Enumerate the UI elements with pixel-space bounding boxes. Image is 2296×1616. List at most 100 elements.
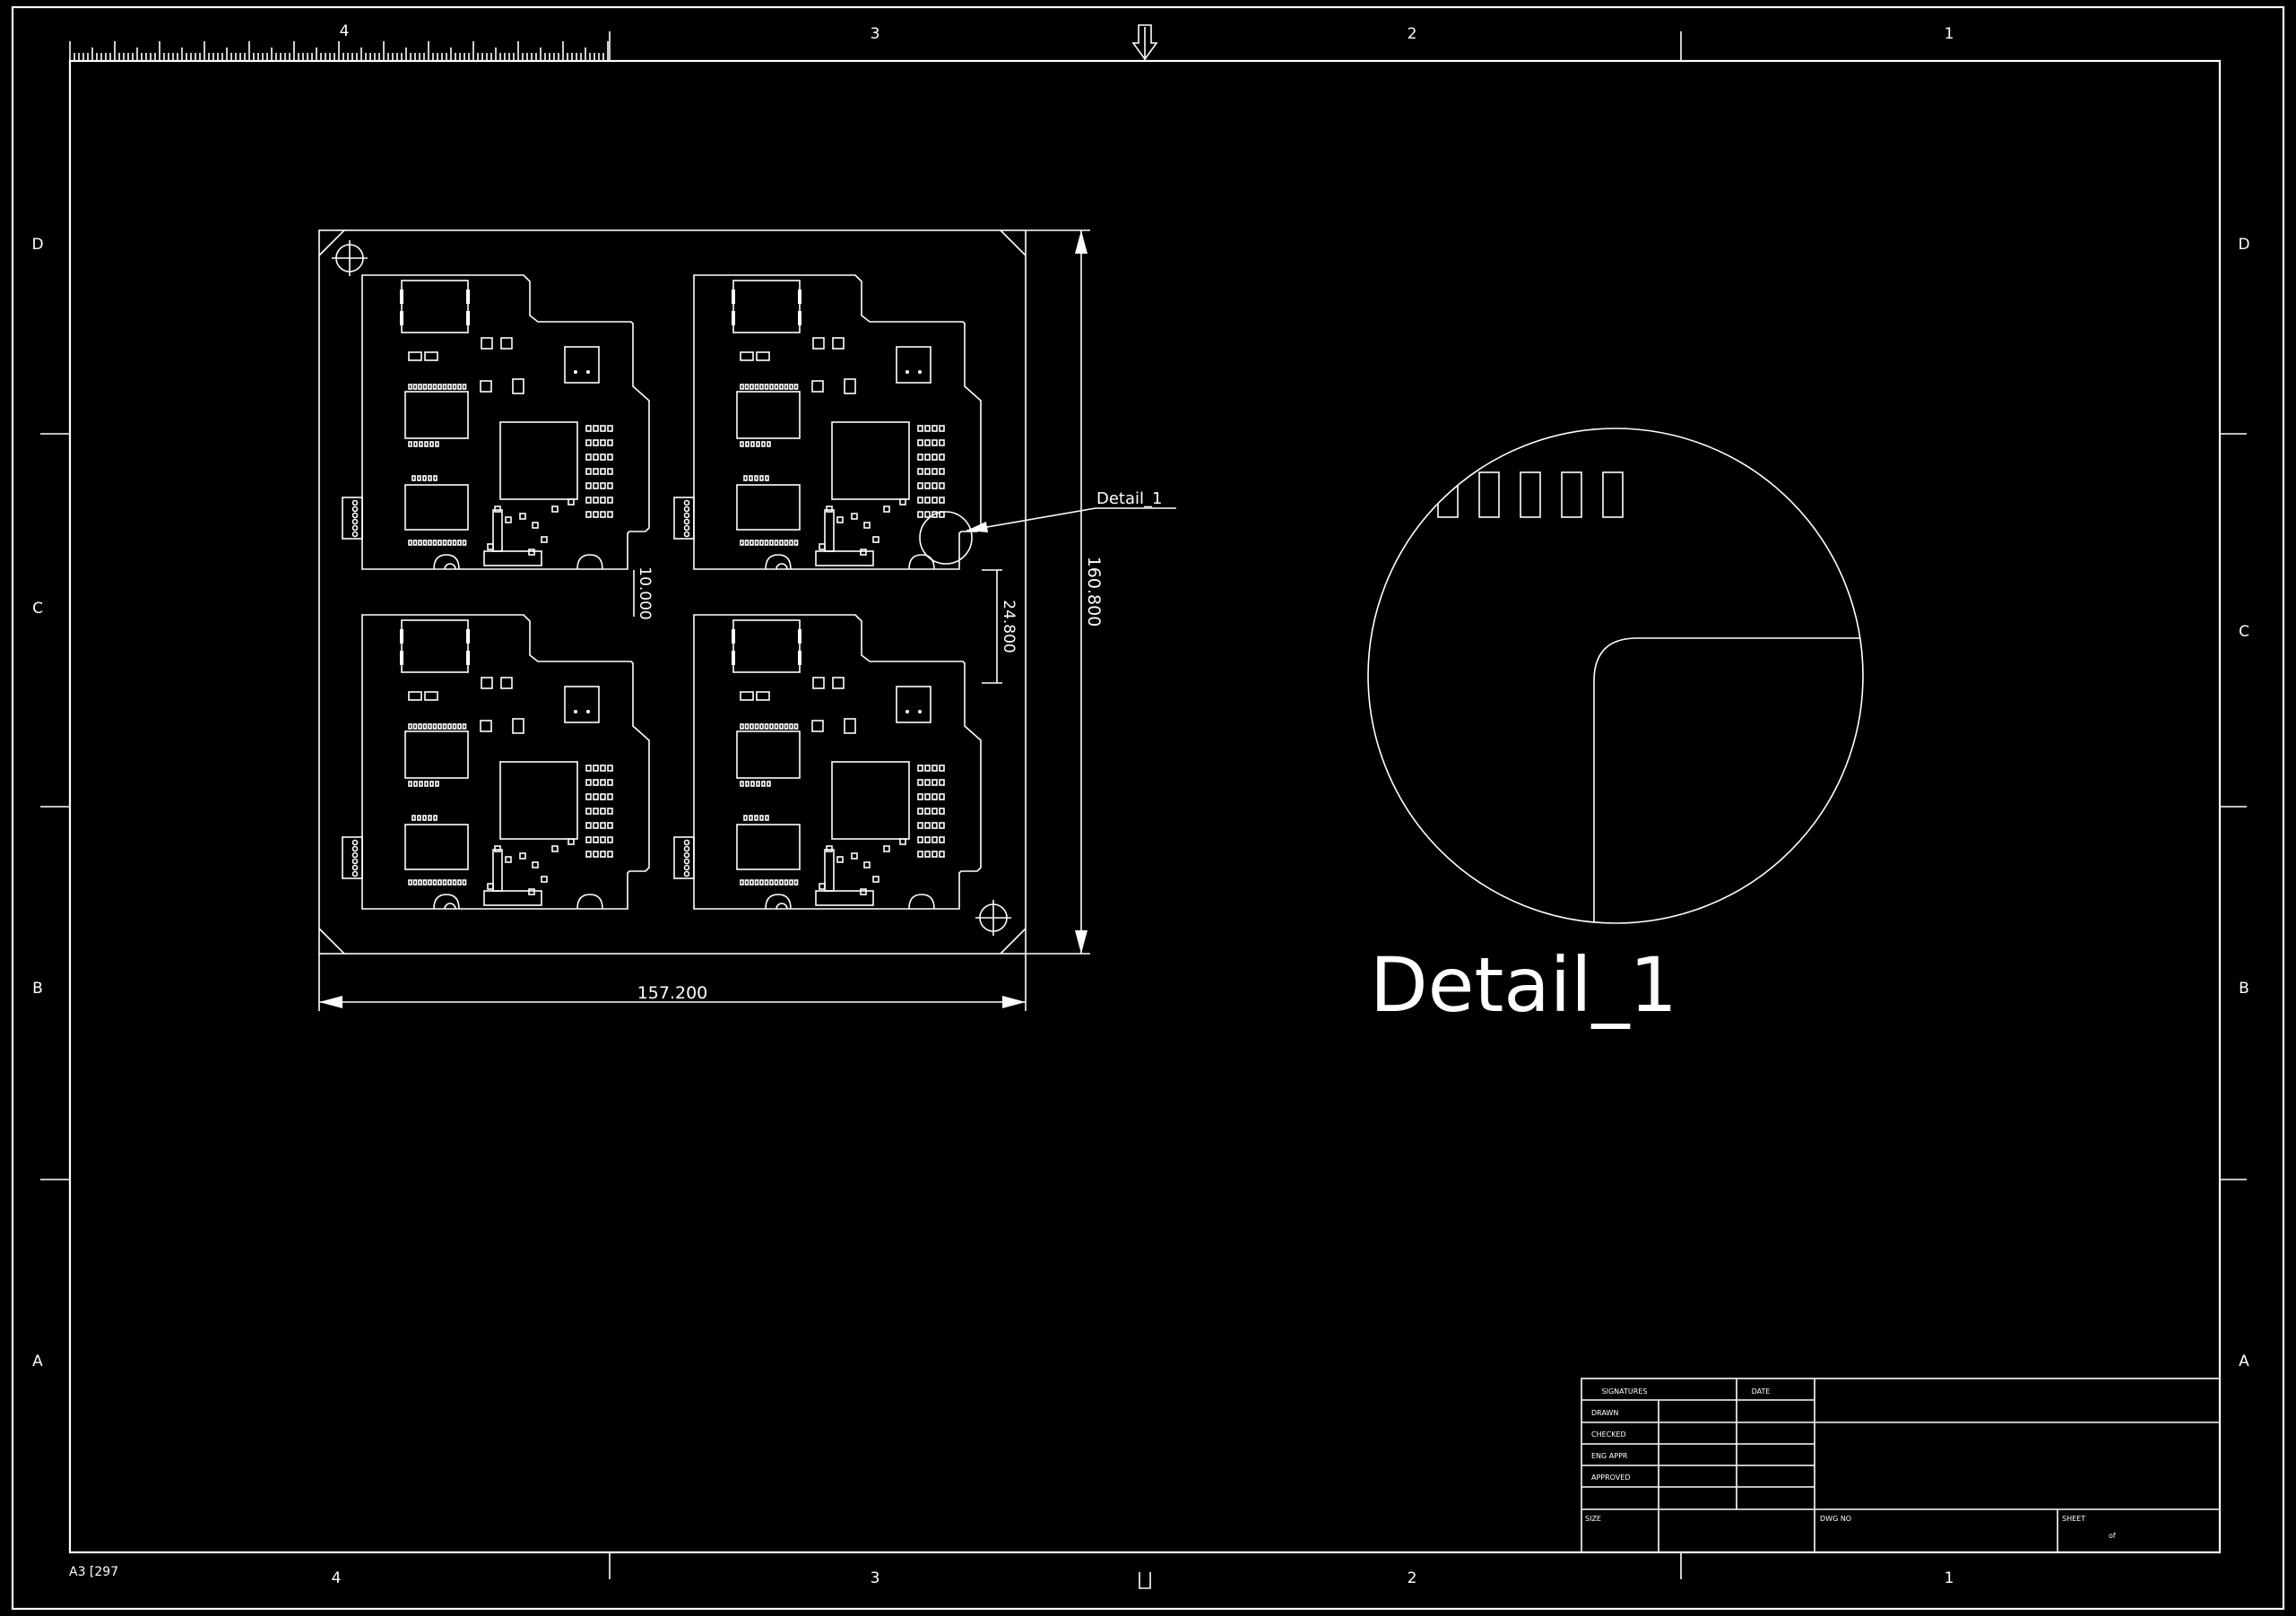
passive-component: [939, 482, 945, 489]
ic-pin: [418, 384, 422, 390]
passive-component: [593, 439, 599, 446]
passive-component: [931, 468, 938, 475]
connector-pin: [351, 864, 359, 871]
zone-label-left: D: [31, 236, 43, 254]
passive-component: [585, 851, 592, 858]
connector-pin: [351, 845, 359, 852]
title-header-date: DATE: [1752, 1387, 1771, 1396]
ic-pin: [749, 879, 754, 886]
zone-label-top: 1: [1945, 25, 1954, 43]
module-pad: [732, 651, 735, 665]
passive-component: [917, 851, 923, 858]
main-processor: [499, 761, 578, 840]
connector-pin: [683, 512, 690, 519]
board-notch: [775, 903, 788, 910]
scale-ruler: [69, 41, 609, 61]
ic-pin: [756, 781, 760, 787]
passive-component: [494, 506, 501, 513]
smd-part: [500, 337, 513, 350]
ic-pin: [759, 384, 764, 390]
ic-pin: [432, 879, 438, 886]
detail-pad: [1478, 471, 1500, 518]
ic-pin: [779, 384, 784, 390]
ic-pin: [452, 384, 457, 390]
title-partno-label: DWG NO: [1820, 1515, 1851, 1523]
zone-label-top: 3: [871, 25, 880, 43]
ic-chip: [736, 730, 801, 779]
passive-component: [917, 765, 923, 772]
ic-pin: [740, 723, 744, 730]
rail-gap-dimension: 24.800: [1000, 600, 1018, 652]
pcb-board: [342, 614, 650, 910]
passive-component: [917, 425, 923, 432]
ic-pin: [412, 384, 418, 390]
passive-component: [924, 779, 931, 786]
ic-pin: [769, 384, 774, 390]
module-pad: [732, 629, 735, 644]
passive-component: [607, 497, 613, 504]
ic-pin: [447, 723, 452, 730]
board-notch: [765, 554, 792, 570]
ic-pin: [740, 540, 744, 546]
passive-component: [931, 822, 938, 829]
zone-label-bottom: 3: [871, 1569, 880, 1587]
smd-part: [832, 337, 845, 350]
ic-pin: [740, 781, 744, 787]
ic-pin: [438, 384, 442, 390]
passive-component: [541, 536, 548, 543]
zone-label-left: C: [32, 600, 43, 618]
passive-component: [607, 439, 613, 446]
passive-component: [593, 793, 599, 800]
ic-chip: [736, 824, 801, 870]
passive-component: [851, 852, 858, 860]
ic-pin: [442, 879, 447, 886]
zone-label-bottom: 2: [1408, 1569, 1417, 1587]
ic-pin: [774, 540, 779, 546]
main-processor: [831, 761, 910, 840]
header-strip: [824, 509, 835, 552]
ic-pin: [462, 879, 467, 886]
title-sheet-label: SHEET: [2062, 1515, 2085, 1523]
ic-pin: [740, 441, 744, 447]
passive-component: [505, 856, 512, 863]
detail-board-edge: [1593, 637, 1863, 923]
passive-component: [860, 549, 867, 556]
detail-view: Detail_1: [1367, 428, 1864, 1029]
via: [905, 710, 909, 713]
ic-pin: [408, 723, 412, 730]
passive-component: [593, 822, 599, 829]
passive-component: [600, 468, 606, 475]
smd-part: [740, 691, 754, 701]
ic-pin: [417, 815, 421, 821]
passive-component: [872, 876, 879, 883]
passive-component: [519, 852, 526, 860]
passive-component: [600, 779, 606, 786]
passive-component: [585, 779, 592, 786]
connector-pin: [683, 858, 690, 865]
passive-component: [836, 516, 844, 523]
passive-component: [607, 836, 613, 843]
connector-pin: [351, 531, 359, 538]
ic-pin: [424, 781, 429, 787]
passive-component: [924, 511, 931, 518]
connector-pin: [683, 518, 690, 525]
passive-component: [585, 468, 592, 475]
passive-component: [600, 836, 606, 843]
smd-part: [500, 677, 513, 689]
inductor-module: [401, 280, 469, 333]
detail-pad: [1561, 471, 1582, 518]
passive-component: [924, 808, 931, 815]
passive-component: [585, 808, 592, 815]
passive-component: [593, 836, 599, 843]
passive-component: [607, 454, 613, 461]
smd-part: [756, 691, 770, 701]
passive-component: [607, 808, 613, 815]
passive-component: [931, 454, 938, 461]
passive-component: [939, 822, 945, 829]
ic-pin: [754, 879, 759, 886]
ic-pin: [412, 879, 418, 886]
edge-connector: [342, 497, 363, 540]
ic-pin: [754, 384, 759, 390]
zone-labels: 4 3 2 1 4 3 2 1 D C B A D C B A A3 [297: [31, 22, 2249, 1587]
